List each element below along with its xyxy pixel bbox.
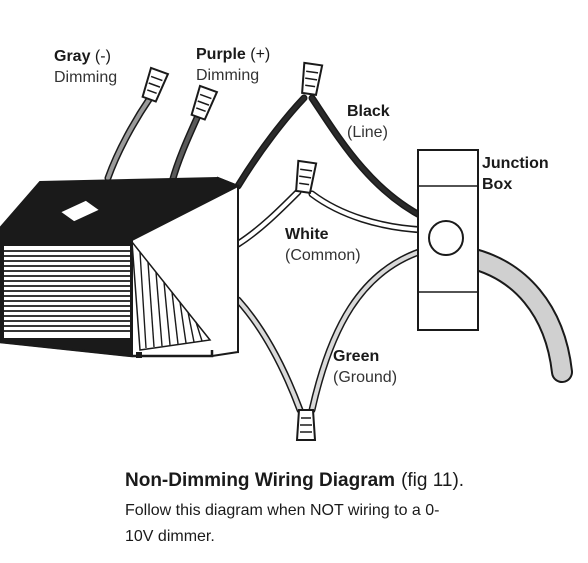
gray-label-name: Gray [54, 48, 91, 65]
light-fixture [0, 176, 241, 358]
green-label-name: Green [333, 348, 380, 365]
caption-fig-ref: (fig 11). [401, 470, 465, 491]
purple-label-name: Purple [196, 46, 246, 63]
wire-nut-white [295, 159, 318, 194]
junction-box-label: Junction Box [482, 153, 549, 195]
caption-title: Non-Dimming Wiring Diagram(fig 11). [125, 468, 565, 494]
purple-wire-label: Purple (+) Dimming [196, 44, 270, 86]
wire-nut-gray [141, 66, 170, 103]
diagram-caption: Non-Dimming Wiring Diagram(fig 11). Foll… [125, 468, 565, 550]
white-label-sub: (Common) [285, 247, 361, 264]
green-label-sub: (Ground) [333, 369, 398, 386]
purple-wire [168, 114, 201, 186]
wire-nut-green [295, 409, 317, 441]
green-wire-label: Green (Ground) [333, 346, 397, 388]
black-label-sub: (Line) [347, 124, 388, 141]
white-label-name: White [285, 226, 329, 243]
purple-label-sub: Dimming [196, 67, 260, 84]
green-wire [234, 246, 429, 414]
white-wire-label: White (Common) [285, 224, 361, 266]
black-wire [234, 94, 429, 222]
junction-label-line2: Box [482, 176, 513, 193]
gray-wire [104, 94, 154, 182]
gray-wire-label: Gray (-) Dimming [54, 46, 117, 88]
fixture-side-louvers [131, 239, 212, 351]
wire-nut-black [301, 61, 324, 96]
conduit [459, 247, 573, 383]
junction-label-line1: Junction [482, 155, 549, 172]
wire-nut-purple [190, 84, 219, 121]
black-label-name: Black [347, 103, 390, 120]
junction-box [417, 149, 479, 331]
purple-label-detail: (+) [250, 46, 271, 63]
white-wire [234, 188, 429, 248]
black-wire-label: Black (Line) [347, 101, 390, 143]
fixture-louvers [4, 246, 130, 338]
caption-body: Follow this diagram when NOT wiring to a… [125, 502, 440, 545]
gray-label-sub: Dimming [54, 69, 118, 86]
gray-label-detail: (-) [94, 48, 111, 65]
caption-title-text: Non-Dimming Wiring Diagram [125, 470, 396, 491]
